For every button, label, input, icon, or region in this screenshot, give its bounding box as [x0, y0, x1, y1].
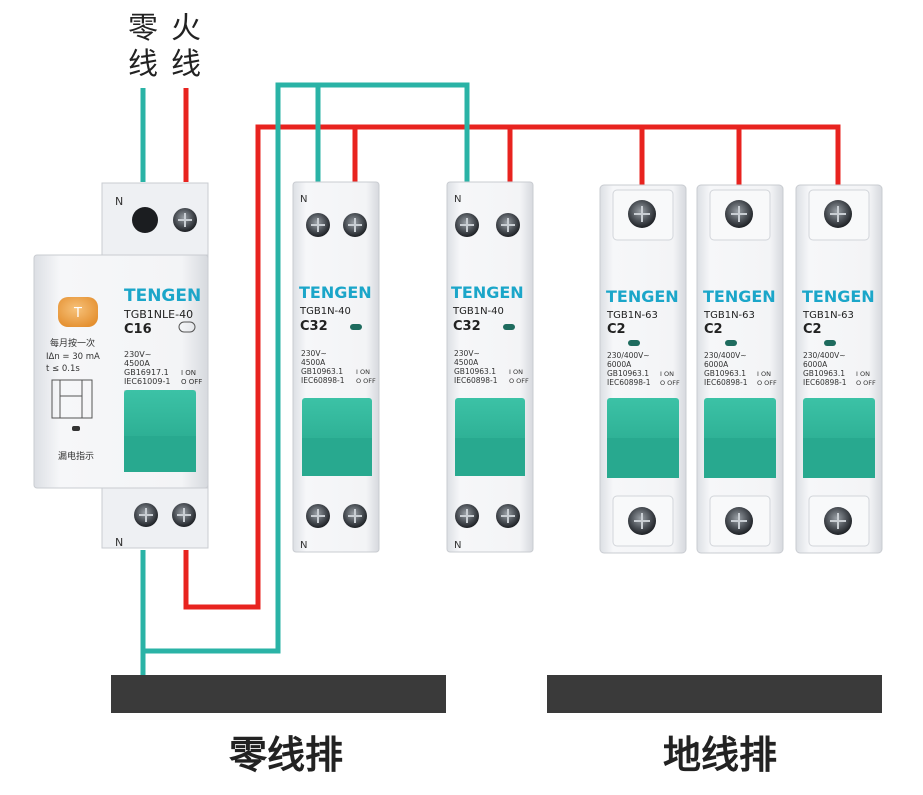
mcb-1p-2: TENGEN TGB1N-63 C2 230/400V~ 6000A GB109… — [696, 184, 784, 554]
mcb-2p-1-spec-3: IEC60898-1 — [301, 376, 345, 385]
mcb-1p-1-brand: TENGEN — [606, 287, 679, 306]
rcbo-rating: C16 — [124, 322, 152, 337]
mcb-1p-3-spec-0: 230/400V~ — [803, 351, 846, 360]
mcb-1p-1-rating: C2 — [607, 322, 626, 337]
status-indicator — [503, 324, 515, 330]
mcb-1p-1-on: I ON — [660, 370, 674, 378]
mcb-2p-2-spec-0: 230V~ — [454, 349, 480, 358]
rcbo-spec-2: GB16917.1 — [124, 368, 169, 377]
mcb-2p-2-spec-3: IEC60898-1 — [454, 376, 498, 385]
rcbo-leak-indicator: 漏电指示 — [58, 450, 94, 462]
mcb-1p-1: TENGEN TGB1N-63 C2 230/400V~ 6000A GB109… — [599, 184, 687, 554]
mcb-2p-1-n-bottom: N — [300, 540, 307, 551]
mcb-1p-3-spec-2: GB10963.1 — [803, 369, 845, 378]
neutral-bar-label: 零线排 — [229, 733, 343, 777]
neutral-label-bottom: 线 — [128, 47, 158, 82]
wires — [140, 82, 841, 683]
rcbo-on-label: I ON — [181, 369, 196, 377]
test-button[interactable] — [58, 297, 98, 327]
mcb-1p-3: TENGEN TGB1N-63 C2 230/400V~ 6000A GB109… — [795, 184, 883, 554]
neutral-bar — [111, 675, 446, 713]
mcb-1p-3-on: I ON — [856, 370, 870, 378]
mcb-2p-2-n-bottom: N — [454, 540, 461, 551]
status-indicator — [350, 324, 362, 330]
rcbo-spec-0: 230V~ — [124, 350, 151, 359]
mcb-1p-1-spec-3: IEC60898-1 — [607, 378, 651, 387]
mcb-2p-2-off: O OFF — [509, 377, 529, 385]
mcb-1p-3-off: O OFF — [856, 379, 876, 387]
rcbo-breaker: N T TENGEN TGB1NLE-40 C16 每月按一次 IΔn = 30… — [33, 182, 209, 549]
rcbo-n-top: N — [115, 195, 123, 208]
mcb-1p-1-spec-1: 6000A — [607, 360, 632, 369]
mcb-2p-1-spec-2: GB10963.1 — [301, 367, 343, 376]
mcb-2p-1-spec-0: 230V~ — [301, 349, 327, 358]
mcb-2p-2-model: TGB1N-40 — [452, 306, 504, 317]
mcb-2p-1-on: I ON — [356, 368, 370, 376]
mcb-2p-2: N TENGEN TGB1N-40 C32 230V~ 4500A GB1096… — [446, 181, 534, 553]
ground-bar-label: 地线排 — [663, 733, 777, 777]
bus-bars: 零线排 地线排 — [111, 675, 882, 777]
mcb-1p-2-rating: C2 — [704, 322, 723, 337]
rcbo-spec-3: IEC61009-1 — [124, 377, 170, 386]
mcb-2p-1-spec-1: 4500A — [301, 358, 326, 367]
mcb-1p-2-spec-2: GB10963.1 — [704, 369, 746, 378]
mcb-2p-2-spec-2: GB10963.1 — [454, 367, 496, 376]
neutral-return-wire — [143, 82, 470, 654]
rcbo-sensitivity: IΔn = 30 mA — [46, 352, 100, 362]
mcb-1p-1-spec-2: GB10963.1 — [607, 369, 649, 378]
mcb-1p-3-spec-3: IEC60898-1 — [803, 378, 847, 387]
mcb-1p-3-brand: TENGEN — [802, 287, 875, 306]
live-bus-wire — [183, 124, 841, 610]
mcb-1p-2-brand: TENGEN — [703, 287, 776, 306]
mcb-1p-3-spec-1: 6000A — [803, 360, 828, 369]
test-button-glyph: T — [73, 306, 82, 321]
rcbo-brand: TENGEN — [124, 286, 201, 306]
mcb-1p-2-spec-1: 6000A — [704, 360, 729, 369]
mcb-1p-3-rating: C2 — [803, 322, 822, 337]
mcb-2p-2-brand: TENGEN — [451, 283, 524, 302]
mcb-2p-2-on: I ON — [509, 368, 523, 376]
mcb-1p-2-spec-3: IEC60898-1 — [704, 378, 748, 387]
mcb-2p-2-n-top: N — [454, 194, 461, 205]
rcbo-spec-1: 4500A — [124, 359, 150, 368]
status-indicator — [824, 340, 836, 346]
mcb-2p-1-off: O OFF — [356, 377, 376, 385]
mcb-2p-1-brand: TENGEN — [299, 283, 372, 302]
ccc-mark — [178, 321, 196, 333]
mcb-1p-2-model: TGB1N-63 — [703, 310, 755, 321]
mcb-1p-1-spec-0: 230/400V~ — [607, 351, 650, 360]
mcb-2p-1: N TENGEN TGB1N-40 C32 230V~ 4500A GB1096… — [292, 181, 380, 553]
mcb-2p-2-rating: C32 — [453, 319, 481, 334]
mcb-2p-1-model: TGB1N-40 — [299, 306, 351, 317]
terminal-hole — [132, 207, 158, 233]
rcbo-trip-time: t ≤ 0.1s — [46, 364, 80, 374]
mcb-1p-3-model: TGB1N-63 — [802, 310, 854, 321]
mcb-1p-1-off: O OFF — [660, 379, 680, 387]
rcbo-off-label: O OFF — [181, 378, 202, 386]
mcb-1p-2-on: I ON — [757, 370, 771, 378]
ground-bar — [547, 675, 882, 713]
mcb-2p-2-spec-1: 4500A — [454, 358, 479, 367]
rcbo-model: TGB1NLE-40 — [123, 308, 193, 321]
live-label-top: 火 — [171, 11, 201, 46]
top-labels: 零 线 火 线 — [128, 11, 201, 82]
mcb-1p-2-spec-0: 230/400V~ — [704, 351, 747, 360]
status-indicator — [725, 340, 737, 346]
rcbo-n-bottom: N — [115, 536, 123, 549]
leak-indicator-light — [72, 426, 80, 431]
rcbo-test-note: 每月按一次 — [50, 337, 95, 349]
mcb-1p-1-model: TGB1N-63 — [606, 310, 658, 321]
status-indicator — [628, 340, 640, 346]
mcb-2p-1-n-top: N — [300, 194, 307, 205]
mcb-1p-2-off: O OFF — [757, 379, 777, 387]
mcb-2p-1-rating: C32 — [300, 319, 328, 334]
circuit-schematic-icon — [51, 379, 93, 419]
live-label-bottom: 线 — [171, 47, 201, 82]
neutral-label-top: 零 — [128, 11, 158, 46]
